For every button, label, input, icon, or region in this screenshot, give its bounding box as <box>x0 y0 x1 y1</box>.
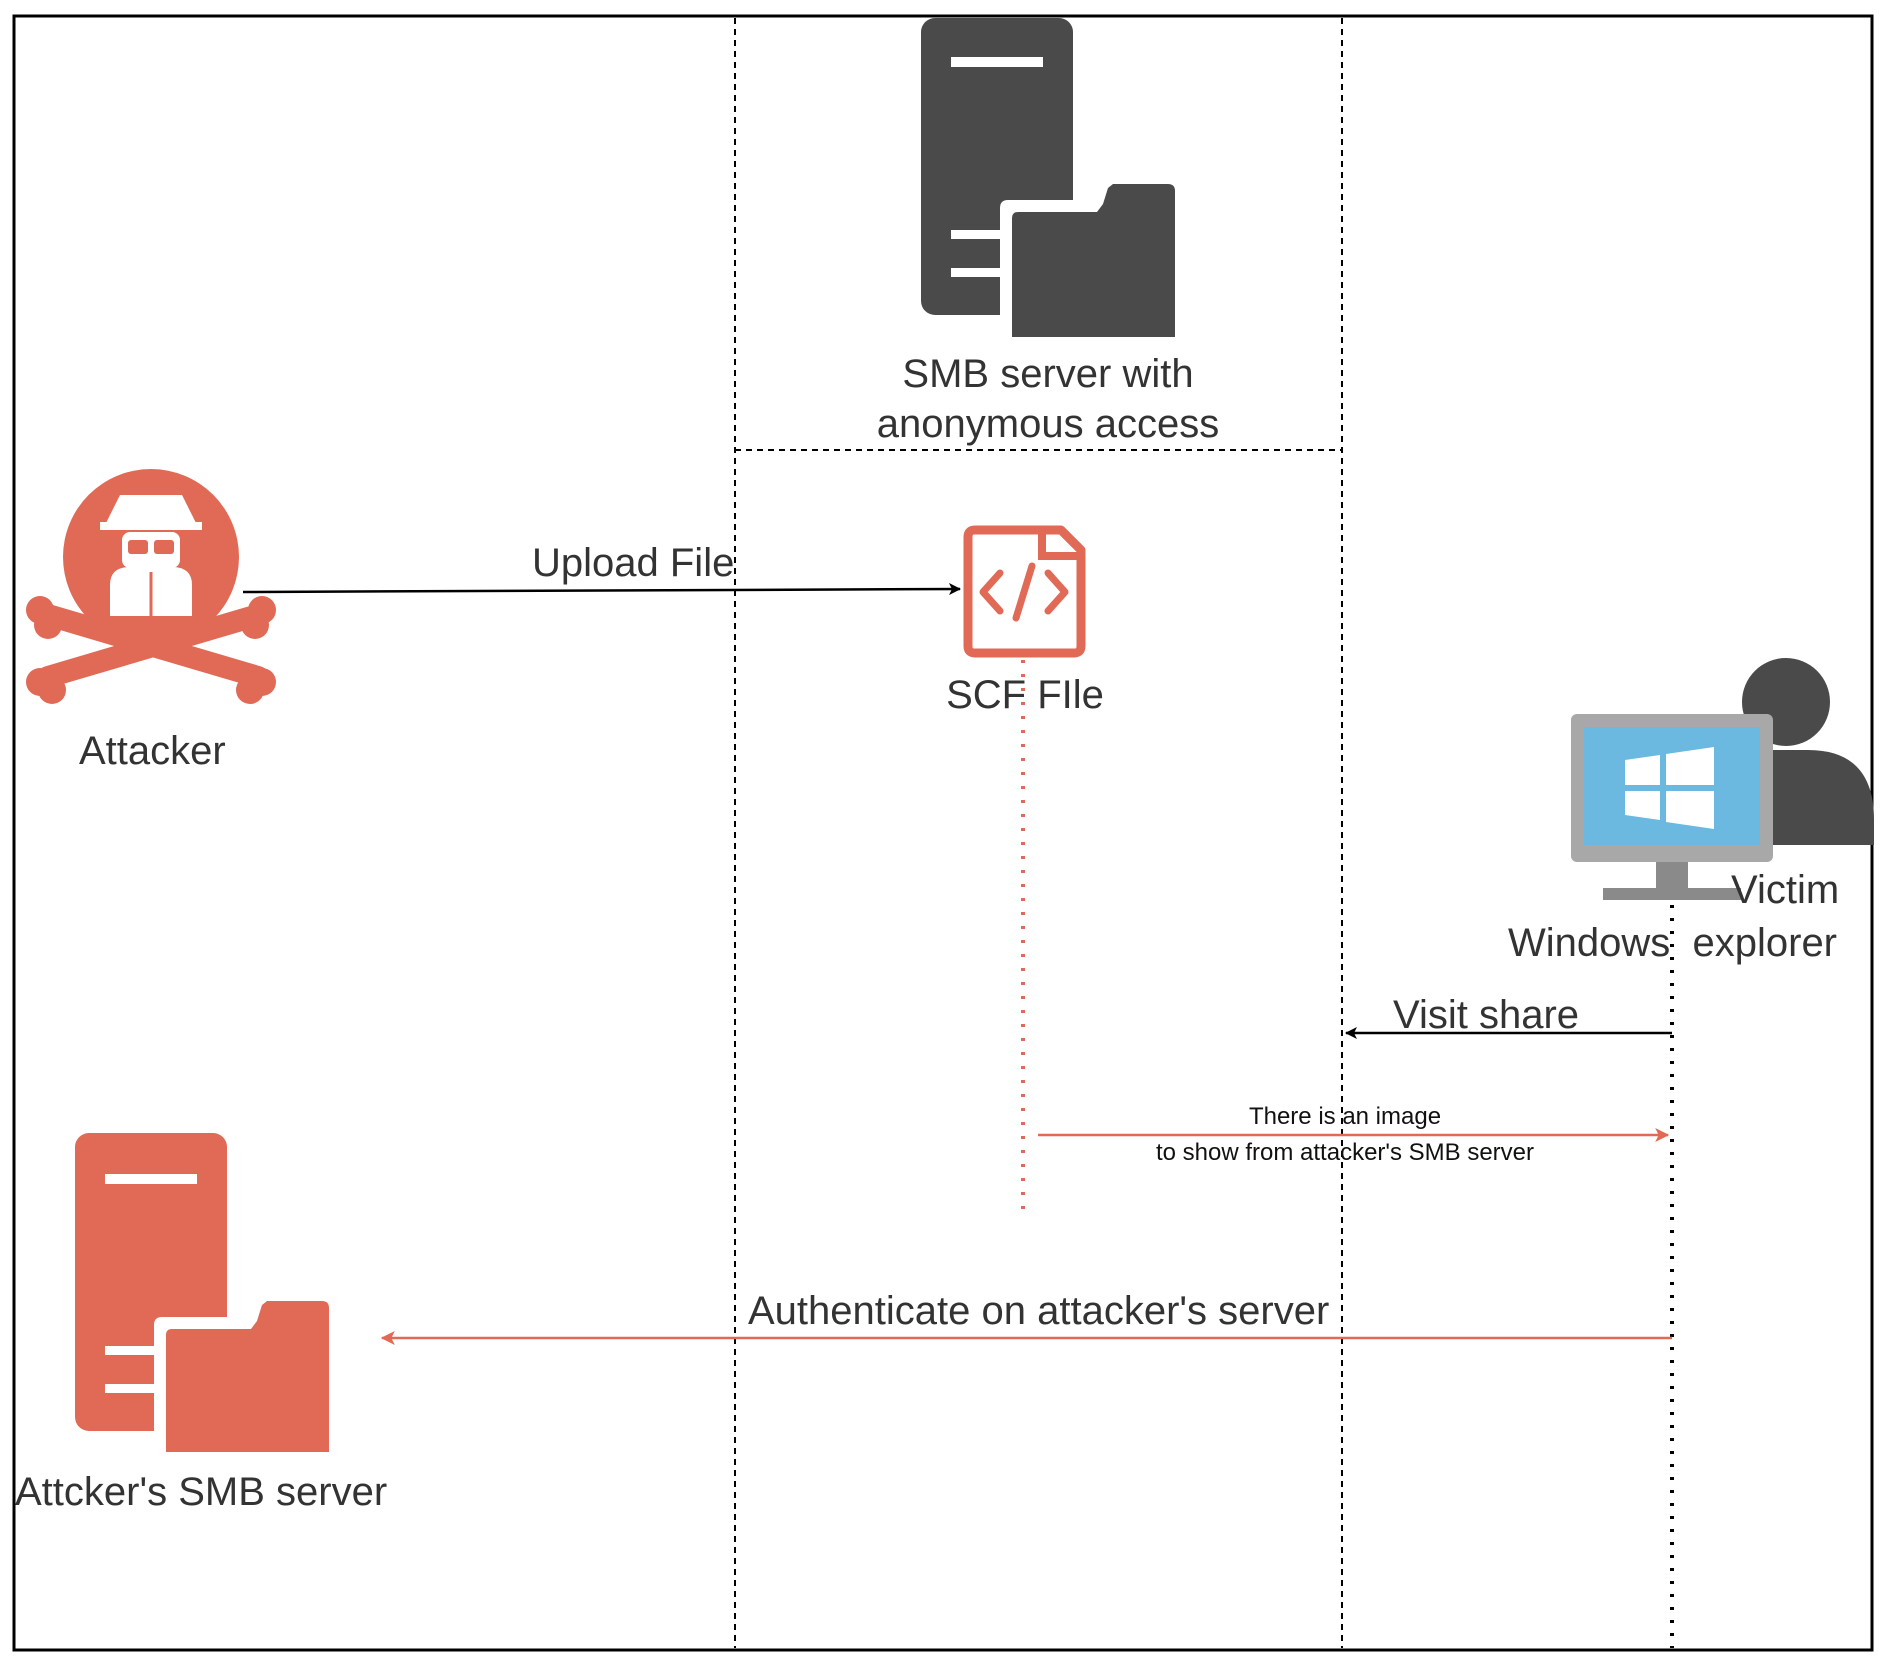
hacker-skull-icon <box>26 469 276 704</box>
authenticate-label: Authenticate on attacker's server <box>748 1289 1330 1333</box>
victim-label: Victim <box>1731 868 1840 912</box>
scf-file-label: SCF FIle <box>946 673 1104 717</box>
attacker-server-label: Attcker's SMB server <box>15 1470 388 1514</box>
windows-explorer-label: Windows explorer <box>1508 921 1838 965</box>
upload-file-arrow <box>242 583 961 596</box>
upload-file-label: Upload File <box>532 541 735 585</box>
image-request-label-line1: There is an image <box>1248 1103 1442 1130</box>
code-file-icon <box>963 525 1086 658</box>
server-folder-icon <box>75 1133 329 1452</box>
windows-pc-user-icon <box>1571 658 1874 900</box>
attacker-label: Attacker <box>79 729 226 773</box>
smb-server-label-line2: anonymous access <box>876 402 1220 446</box>
smb-server-label-line1: SMB server with <box>902 352 1194 396</box>
image-request-label-line2: to show from attacker's SMB server <box>1155 1139 1535 1166</box>
visit-share-label: Visit share <box>1393 993 1580 1037</box>
server-folder-icon <box>921 18 1175 337</box>
